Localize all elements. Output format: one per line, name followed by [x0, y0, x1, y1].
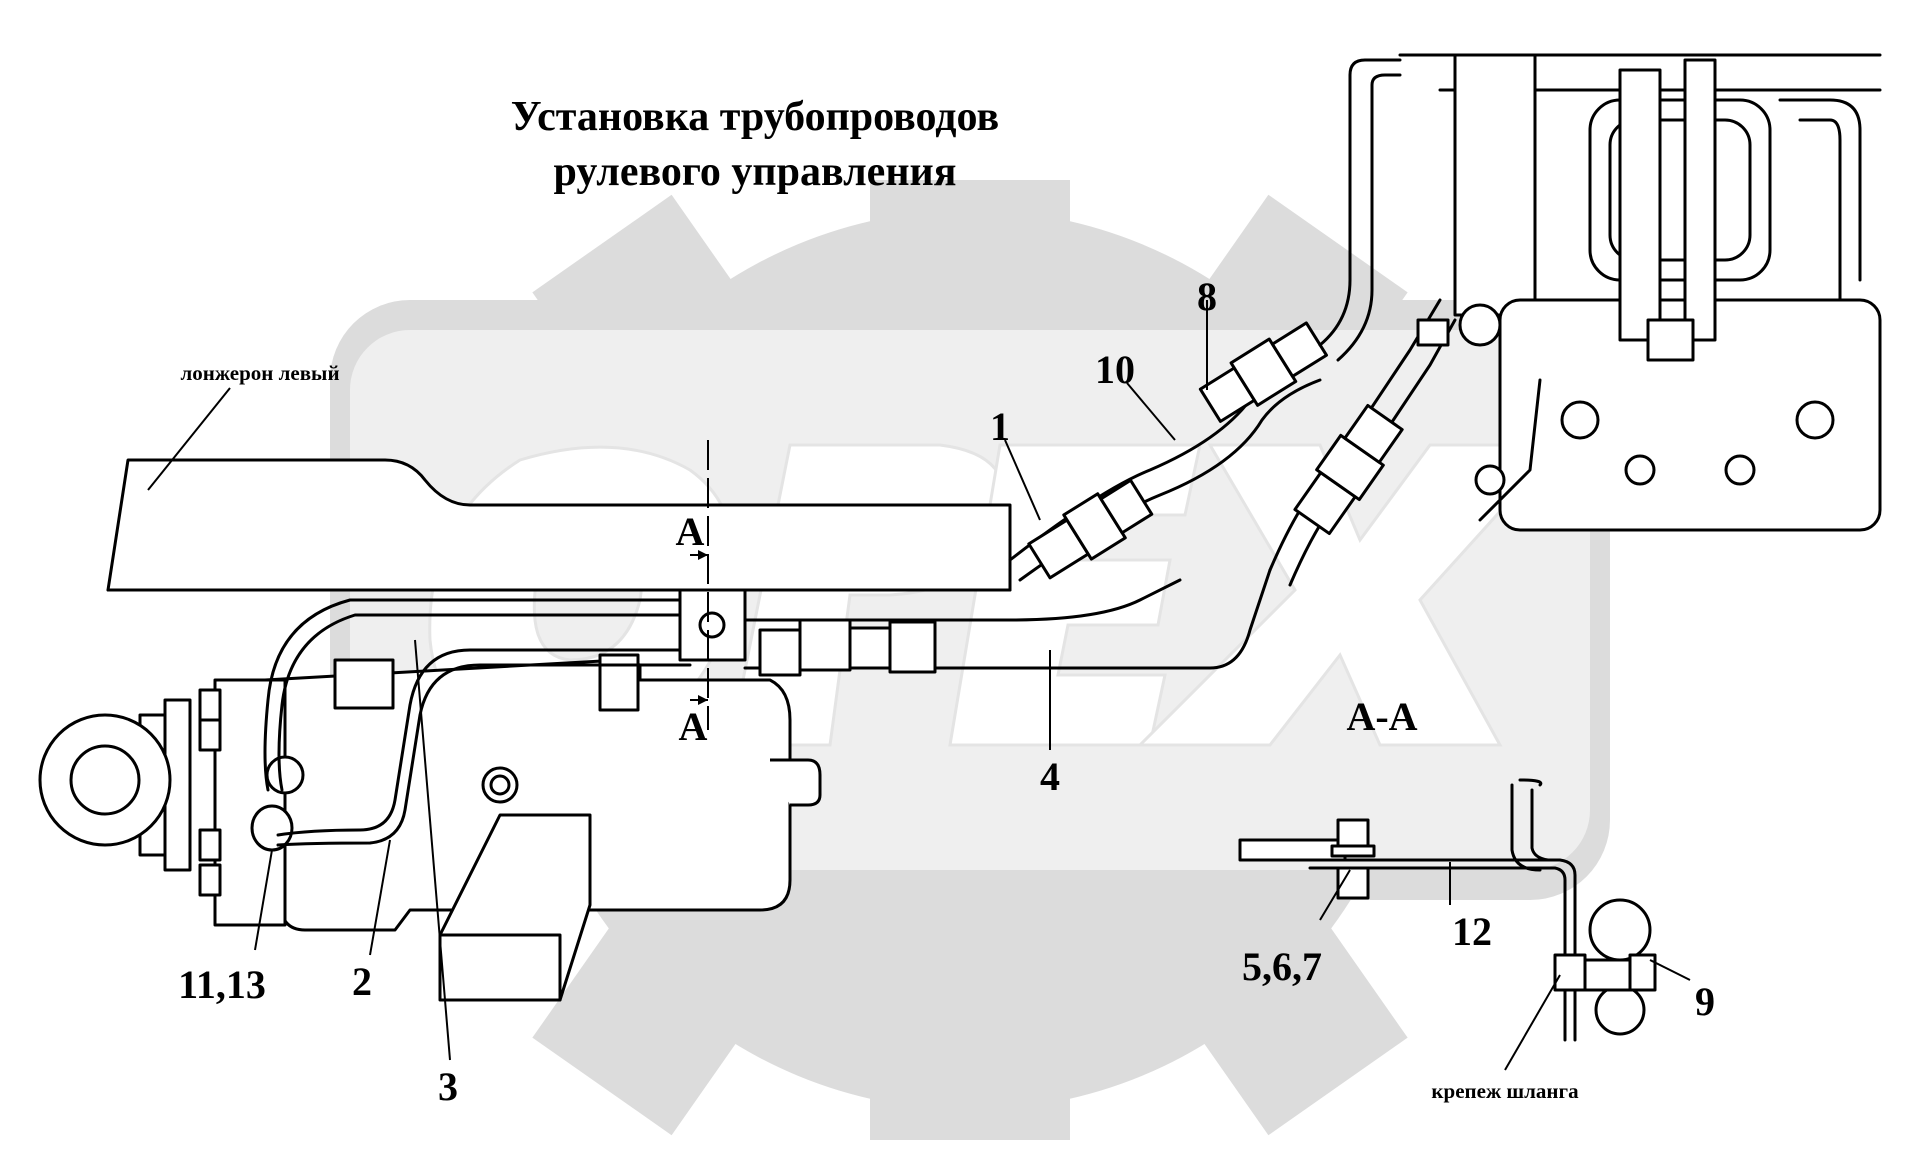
left-frame-rail	[106, 458, 1012, 592]
section-view-label: А-А	[1346, 694, 1417, 739]
section-a-a-detail	[1238, 778, 1657, 1042]
steering-gear-assembly	[38, 653, 822, 1002]
note-left-spar: лонжерон левый	[180, 361, 339, 385]
pipe-lines	[263, 58, 1457, 847]
title-line-2: рулевого управления	[554, 149, 957, 195]
leader-lines	[254, 300, 1691, 1071]
callout-5-6-7: 5,6,7	[1242, 944, 1322, 989]
callout-9: 9	[1695, 979, 1715, 1024]
callout-11-13: 11,13	[178, 962, 266, 1007]
callout-4: 4	[1040, 754, 1060, 799]
title-line-1: Установка трубопроводов	[511, 94, 999, 140]
callout-10: 10	[1095, 347, 1135, 392]
callout-2: 2	[352, 959, 372, 1004]
section-mark-bottom: А	[679, 704, 708, 749]
section-mark-top: А	[676, 509, 705, 554]
section-marker-a	[690, 440, 709, 730]
callout-12: 12	[1452, 909, 1492, 954]
hose-clamp-9	[1588, 898, 1652, 962]
leader-left-spar	[147, 387, 231, 491]
callout-8: 8	[1197, 274, 1217, 319]
callout-3: 3	[438, 1064, 458, 1109]
engine-block-detail	[1398, 53, 1882, 532]
callout-1: 1	[990, 404, 1010, 449]
gear-flange	[213, 678, 287, 927]
note-hose-mount: крепеж шланга	[1431, 1079, 1579, 1103]
